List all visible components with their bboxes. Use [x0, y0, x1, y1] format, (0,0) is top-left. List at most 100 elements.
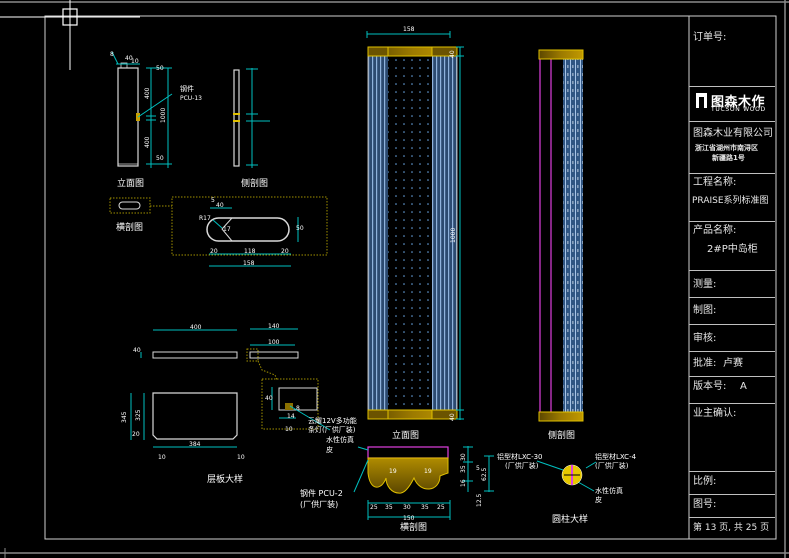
- view-caption: 层板大样: [207, 473, 243, 485]
- company-info: 图森木业有限公司 浙江省湖州市南浔区 新疆路1号: [690, 128, 775, 168]
- view-caption: 立面图: [392, 429, 419, 441]
- dim-label: 400: [190, 324, 202, 331]
- order-number-label: 订单号:: [693, 32, 727, 43]
- dim-label: 40: [449, 413, 456, 421]
- column-detail-view: 30 35 16 12.5 62.5 5 铝型材LXC-30 (厂供厂装) 铝型…: [460, 446, 637, 525]
- project-name-value: PRAISE系列标准图: [692, 196, 769, 206]
- company-address: 新疆路1号: [712, 154, 745, 162]
- dim-label: 35: [421, 504, 429, 511]
- owner-confirm-label: 业主确认:: [693, 408, 737, 419]
- dim-label: 20: [132, 431, 140, 438]
- callout-text: 钢件 PCU-2: [300, 488, 343, 498]
- callout-text: 铝型材LXC-30: [497, 452, 543, 461]
- divider: [689, 471, 775, 472]
- project-name-label: 工程名称:: [693, 177, 737, 188]
- dim-label: 10: [285, 426, 293, 433]
- approver-label: 批准:: [693, 358, 717, 369]
- small-section-view: 横剖图 5 40 R17 17 50 20 118 20 158: [109, 196, 328, 267]
- dim-label: 158: [243, 260, 255, 267]
- callout-text: 条灯(厂供厂装): [308, 425, 356, 434]
- product-name-field: 产品名称: 2#P中岛柜: [690, 225, 775, 265]
- dim-label: 50: [156, 65, 164, 72]
- divider: [689, 376, 775, 377]
- callout-text: (厂供厂装): [505, 461, 539, 470]
- callout-text: 铝型材LXC-4: [595, 452, 637, 461]
- dim-label: 158: [403, 26, 415, 33]
- main-elevation-view: 158 40 1000 40 立面图: [366, 26, 464, 441]
- product-name-label: 产品名称:: [693, 225, 737, 236]
- divider: [689, 173, 775, 174]
- drawing-number-label: 图号:: [693, 499, 717, 510]
- dim-label: 19: [389, 468, 397, 475]
- dim-label: 325: [135, 409, 142, 421]
- dim-label: 40: [265, 395, 273, 402]
- dim-label: 35: [460, 465, 467, 473]
- divider: [689, 351, 775, 352]
- divider: [689, 297, 775, 298]
- left-elevation-view: 8 40 10 50 400 1000 400 50 钢件 PCU-13 立面图: [110, 51, 202, 189]
- company-logo: 图森木作 TUCSON WOOD: [692, 90, 774, 116]
- view-caption: 侧剖图: [241, 177, 268, 189]
- dim-label: 10: [237, 454, 245, 461]
- page-info: 第 13 页, 共 25 页: [693, 523, 770, 533]
- product-name-value: 2#P中岛柜: [707, 244, 758, 255]
- order-number-field: 订单号:: [690, 32, 775, 46]
- dim-label: 8: [110, 51, 114, 58]
- divider: [689, 517, 775, 518]
- drafter-label: 制图:: [693, 305, 717, 316]
- dim-label: 118: [244, 248, 256, 255]
- dim-label: 20: [210, 248, 218, 255]
- dim-label: 16: [460, 479, 467, 487]
- callout-text: (厂供厂装): [300, 499, 338, 509]
- divider: [689, 86, 775, 87]
- dim-label: 10: [131, 58, 139, 65]
- divider: [689, 494, 775, 495]
- dim-label: 1000: [450, 228, 457, 243]
- callout-text: 水性仿真: [595, 486, 623, 495]
- dim-label: 400: [144, 136, 151, 148]
- dim-label: 20: [281, 248, 289, 255]
- version-label: 版本号:: [693, 381, 727, 392]
- dim-label: 100: [268, 339, 280, 346]
- logo-mark-icon: [696, 93, 707, 108]
- dim-label: 8: [296, 405, 300, 412]
- divider: [689, 270, 775, 271]
- dim-label: 17: [223, 226, 231, 233]
- dim-label: 19: [424, 468, 432, 475]
- dim-label: 30: [460, 453, 467, 461]
- dim-label: 5: [476, 465, 480, 472]
- callout-text: PCU-13: [180, 95, 202, 102]
- dim-label: 10: [158, 454, 166, 461]
- callout-text: 云耀12V多功能: [308, 416, 357, 425]
- dim-label: 400: [144, 87, 151, 99]
- dim-label: 50: [296, 225, 304, 232]
- callout-text: (厂供厂装): [595, 461, 629, 470]
- logo-text-cn: 图森木作: [711, 95, 766, 110]
- reviewer-label: 审核:: [693, 333, 717, 344]
- dim-label: 40: [216, 202, 224, 209]
- view-caption: 立面图: [117, 177, 144, 189]
- dim-label: 140: [268, 323, 280, 330]
- dim-label: 40: [449, 50, 456, 58]
- logo-text-en: TUCSON WOOD: [711, 106, 766, 113]
- dim-label: 30: [403, 504, 411, 511]
- dim-label: 62.5: [481, 467, 488, 481]
- view-caption: 圆柱大样: [552, 513, 588, 525]
- divider: [689, 121, 775, 122]
- dim-label: 150: [403, 515, 415, 522]
- left-side-section-view: 侧剖图: [233, 68, 270, 189]
- dim-label: 345: [121, 411, 128, 423]
- divider: [689, 324, 775, 325]
- dim-label: 1000: [160, 108, 167, 123]
- dim-label: 384: [189, 441, 201, 448]
- dim-label: R17: [199, 215, 211, 222]
- dim-label: 12.5: [476, 493, 483, 507]
- callout-text: 钢件: [180, 84, 194, 93]
- callout-text: 水性仿真: [326, 435, 354, 444]
- view-caption: 横剖图: [116, 221, 143, 233]
- cross-section-view: 19 19 25 35 30 35 25 150 钢件 PCU-2 (厂供厂装)…: [300, 446, 451, 533]
- survey-label: 测量:: [693, 279, 717, 290]
- dim-label: 25: [370, 504, 378, 511]
